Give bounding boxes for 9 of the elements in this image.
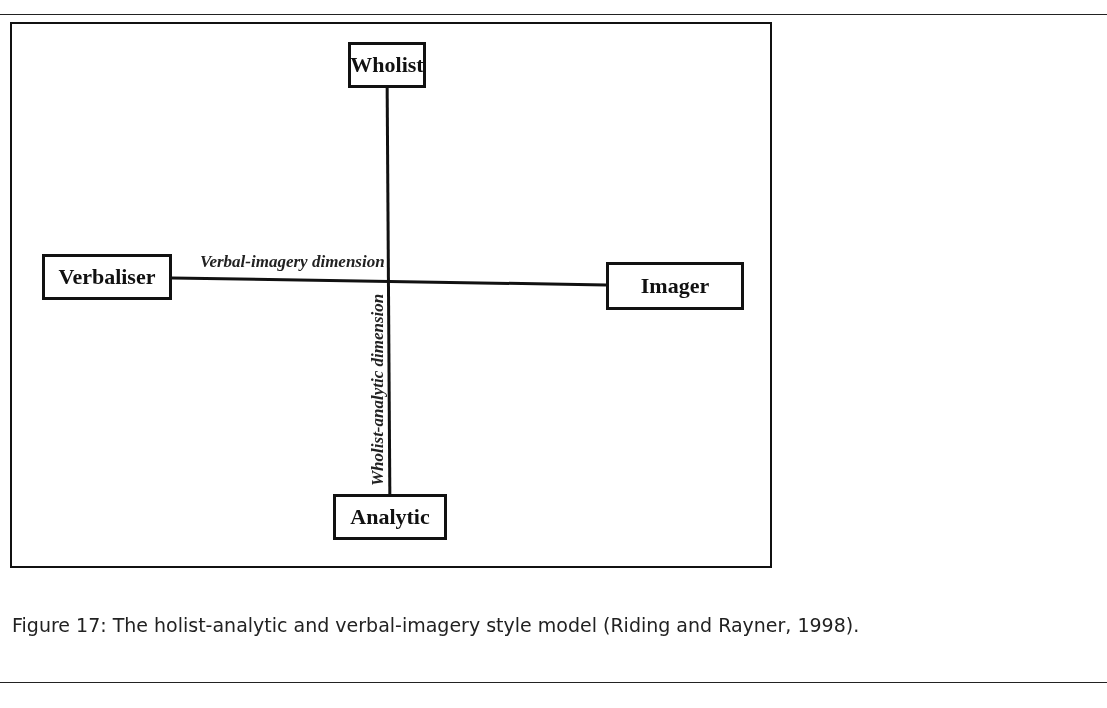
label-box: Imager — [606, 262, 744, 310]
edge-label: Wholist-analytic dimension — [368, 293, 388, 486]
edge-label: Verbal-imagery dimension — [200, 252, 385, 272]
connector-line — [385, 88, 392, 494]
label-box: Wholist — [348, 42, 426, 88]
connector-line — [171, 276, 607, 287]
label-box: Verbaliser — [42, 254, 172, 300]
figure-caption: Figure 17: The holist-analytic and verbal-imagery style model (Riding and Rayner, 1998). — [12, 613, 861, 638]
label-box: Analytic — [333, 494, 447, 540]
